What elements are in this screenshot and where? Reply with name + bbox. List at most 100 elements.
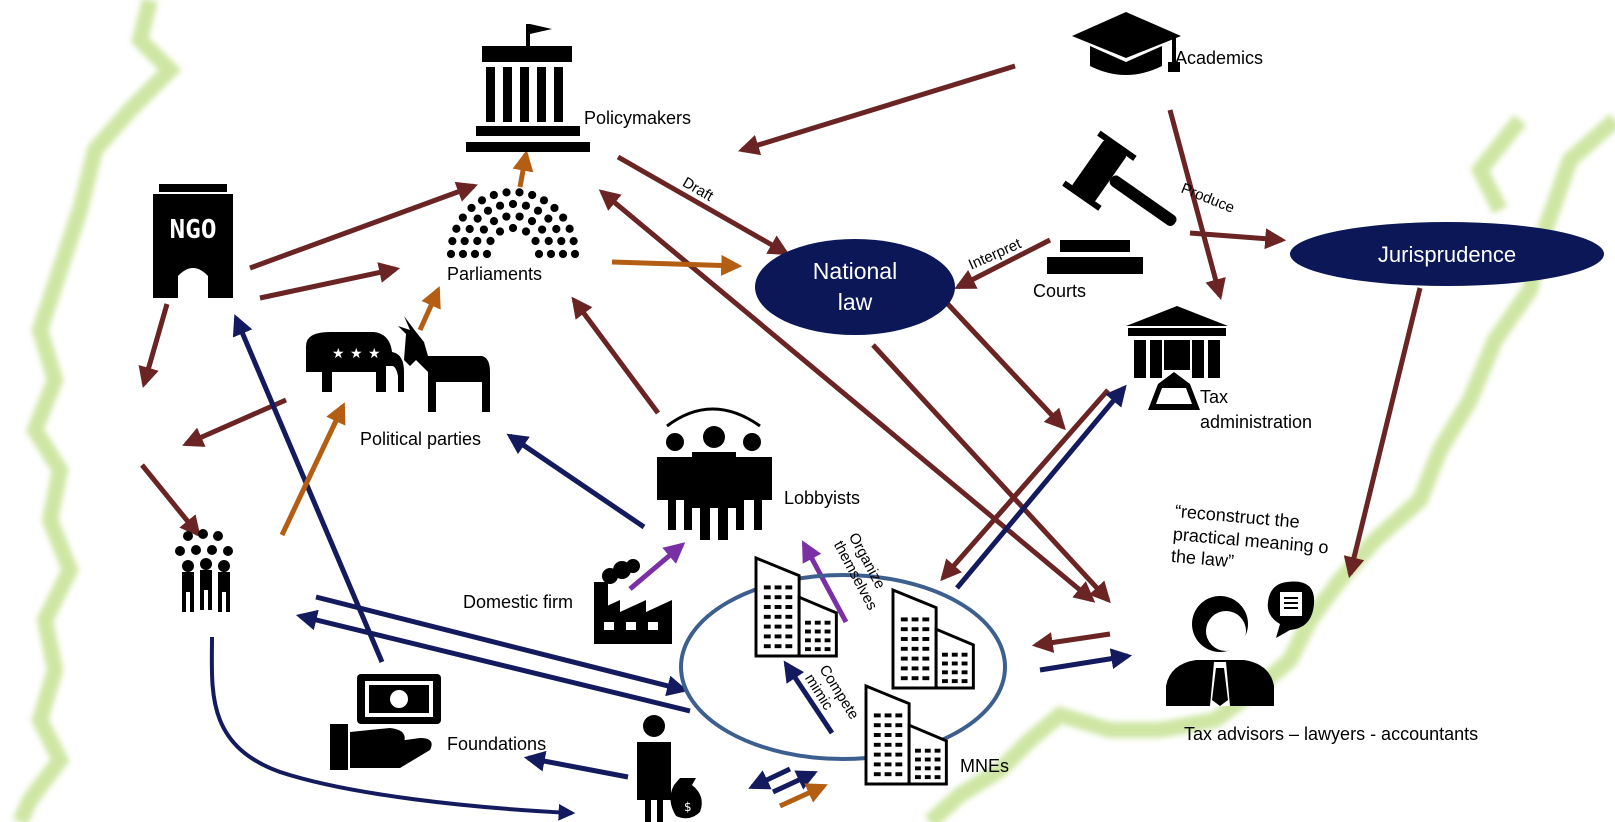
tax-administration-label-line2: administration <box>1200 412 1313 432</box>
window <box>774 595 782 600</box>
window <box>884 713 892 718</box>
window <box>911 627 919 632</box>
window <box>924 766 931 771</box>
arrow-crowd-to-investor <box>209 636 576 821</box>
parliament-seat <box>495 227 505 236</box>
window <box>900 627 908 632</box>
parliaments-label: Parliaments <box>447 264 543 284</box>
crowd-head <box>207 545 217 555</box>
window <box>895 713 903 718</box>
parliament-seat <box>489 190 498 200</box>
government-building-icon <box>466 24 590 152</box>
window <box>915 748 921 753</box>
parliament-seat <box>458 249 468 259</box>
window <box>934 775 941 780</box>
tax-office-icon <box>1126 306 1228 410</box>
window <box>785 624 793 629</box>
parliament-seat <box>534 249 544 259</box>
window <box>785 634 793 639</box>
arrow-tax-administration-to-mnes <box>940 388 1110 582</box>
national-law-line1: National <box>812 258 898 284</box>
map-outline <box>12 0 1615 822</box>
arrow-national-law-to-tax-administration <box>942 298 1066 431</box>
quote-text: “reconstruct the practical meaning o the… <box>1170 500 1331 581</box>
window <box>824 647 831 652</box>
arrow-parties-to-parliaments <box>417 286 441 332</box>
window <box>951 652 958 657</box>
arrow-courts-to-jurisprudence <box>1189 228 1287 250</box>
window <box>900 617 908 622</box>
window <box>895 742 903 747</box>
window <box>805 647 811 652</box>
parliament-seat <box>508 199 518 209</box>
arrow-ngo-down <box>138 303 170 389</box>
parliament-seat <box>515 212 524 221</box>
window <box>922 666 930 671</box>
parliament-seat <box>473 236 482 246</box>
window <box>805 620 811 625</box>
parliament-seat <box>558 249 568 259</box>
window <box>951 679 958 684</box>
parliament-seat <box>470 249 480 259</box>
arrow-national-law-to-advisors <box>871 343 1111 604</box>
parliament-seat <box>539 196 549 205</box>
window <box>824 620 831 625</box>
crowd-person-head <box>218 560 230 572</box>
window <box>774 634 782 639</box>
arrow-compete-mimic <box>783 660 835 735</box>
window <box>911 637 919 641</box>
window <box>814 629 821 634</box>
foundations-label: Foundations <box>447 734 547 754</box>
arrow-advisors-to-mnes <box>1031 631 1111 653</box>
parliament-seat <box>446 249 456 259</box>
tower-right <box>797 594 838 658</box>
parliament-seat <box>527 216 537 226</box>
window <box>824 629 831 634</box>
skyscraper-icon <box>891 587 975 690</box>
arrow-parliaments-to-policymakers <box>512 149 534 188</box>
window <box>911 666 919 671</box>
window <box>884 772 892 777</box>
parliament-seat <box>479 225 488 234</box>
window <box>873 752 881 757</box>
window <box>774 605 782 609</box>
window <box>895 723 903 728</box>
window <box>924 748 931 753</box>
parliament-seat <box>465 224 474 234</box>
arrow-policymakers-to-national-law <box>616 154 790 256</box>
window <box>884 742 892 747</box>
parliament-seat <box>521 227 531 236</box>
crowd-person-head <box>182 560 194 572</box>
window <box>915 757 921 762</box>
window <box>884 762 892 767</box>
political-parties-label: Political parties <box>360 429 482 449</box>
ngo-sign-text: NGO <box>170 215 217 245</box>
parliament-seat <box>486 236 495 246</box>
window <box>961 679 968 684</box>
parliament-seat <box>483 206 493 215</box>
national-law-text: National law <box>755 256 955 318</box>
national-law-line2: law <box>837 289 873 316</box>
window <box>922 617 930 622</box>
window <box>922 627 930 632</box>
parliament-seat <box>515 188 524 197</box>
window <box>900 656 908 661</box>
parliament-seat <box>552 224 561 234</box>
parliament-seat <box>557 236 566 246</box>
window <box>814 638 821 643</box>
window <box>814 647 821 652</box>
money-hand-icon <box>330 674 441 770</box>
courts-label: Courts <box>1033 281 1087 301</box>
arrow-investor-to-mnes-orange <box>778 783 828 809</box>
parliament-seat <box>565 224 574 233</box>
parliament-seat <box>544 214 553 223</box>
window <box>763 595 771 600</box>
window <box>763 605 771 609</box>
window <box>873 713 881 718</box>
parliament-seat <box>467 203 476 213</box>
arrow-mnes-organize-to-lobbyists <box>801 540 849 624</box>
window <box>774 624 782 629</box>
window <box>785 585 793 590</box>
parliament-seat <box>502 188 511 197</box>
